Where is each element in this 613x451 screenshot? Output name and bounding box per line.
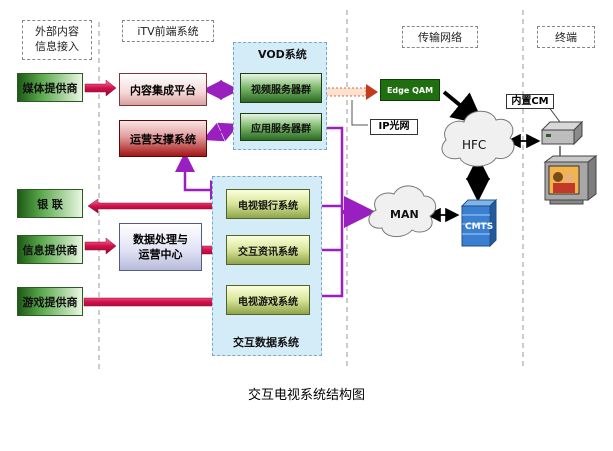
data-processing-center: 数据处理与 运营中心 (119, 223, 202, 271)
tv-bank-system: 电视银行系统 (226, 189, 310, 219)
section-header-terminal: 终端 (537, 26, 595, 48)
section-header-external: 外部内容 信息接入 (22, 20, 92, 60)
hfc-cloud (441, 110, 515, 167)
content-integration-platform: 内容集成平台 (119, 73, 207, 106)
man-cloud (368, 185, 437, 237)
cmts-label: CMTS (465, 222, 494, 232)
cmts-device (460, 198, 498, 248)
edge-qam-box: Edge QAM (380, 79, 440, 101)
app-server-group: 应用服务器群 (240, 113, 322, 141)
vod-system-title: VOD系统 (258, 48, 307, 61)
video-server-group: 视频服务器群 (240, 73, 322, 103)
interactive-data-title: 交互数据系统 (233, 336, 299, 349)
builtin-cm-label: 内置CM (506, 94, 554, 109)
interactive-info-system: 交互资讯系统 (226, 235, 310, 265)
provider-game: 游戏提供商 (17, 287, 83, 316)
provider-unionpay: 银 联 (17, 189, 83, 218)
man-label: MAN (390, 208, 419, 221)
ip-fiber-label: IP光网 (370, 119, 418, 135)
section-dividers (98, 10, 524, 370)
section-header-itv: iTV前端系统 (122, 20, 214, 42)
purple-connectors (175, 80, 376, 298)
provider-arrows (83, 79, 227, 311)
provider-info: 信息提供商 (17, 235, 83, 264)
section-header-transport: 传输网络 (402, 26, 478, 48)
hfc-label: HFC (462, 138, 487, 152)
diagram-caption: 交互电视系统结构图 (247, 388, 365, 403)
operation-support-system: 运营支撑系统 (119, 120, 207, 157)
provider-media: 媒体提供商 (17, 73, 83, 102)
tv-set-icon (543, 155, 598, 205)
tv-game-system: 电视游戏系统 (226, 285, 310, 315)
cable-modem-device (540, 105, 584, 146)
